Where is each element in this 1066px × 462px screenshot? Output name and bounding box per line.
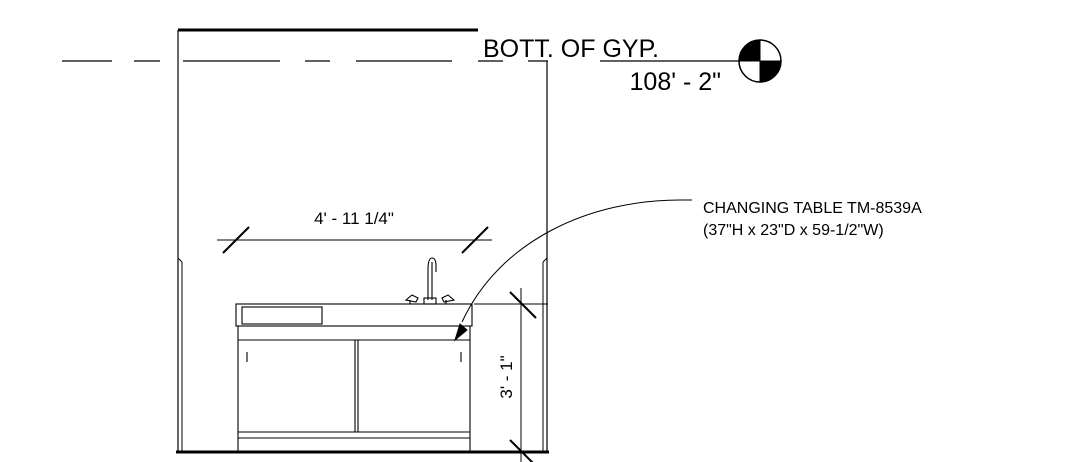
level-name-label: BOTT. OF GYP.: [483, 35, 659, 63]
level-target-symbol: [738, 39, 782, 83]
height-dimension-label: 3' - 1": [497, 355, 516, 398]
width-dimension-label: 4' - 11 1/4": [314, 209, 394, 228]
width-dimension: [217, 226, 492, 254]
callout-line-1: CHANGING TABLE TM-8539A: [703, 200, 922, 217]
wall-outline: [176, 28, 549, 454]
callout-line-2: (37"H x 23"D x 59-1/2"W): [703, 222, 884, 239]
callout-leader: [454, 199, 692, 342]
changing-table: [235, 257, 473, 452]
level-elevation-label: 108' - 2": [630, 68, 721, 96]
